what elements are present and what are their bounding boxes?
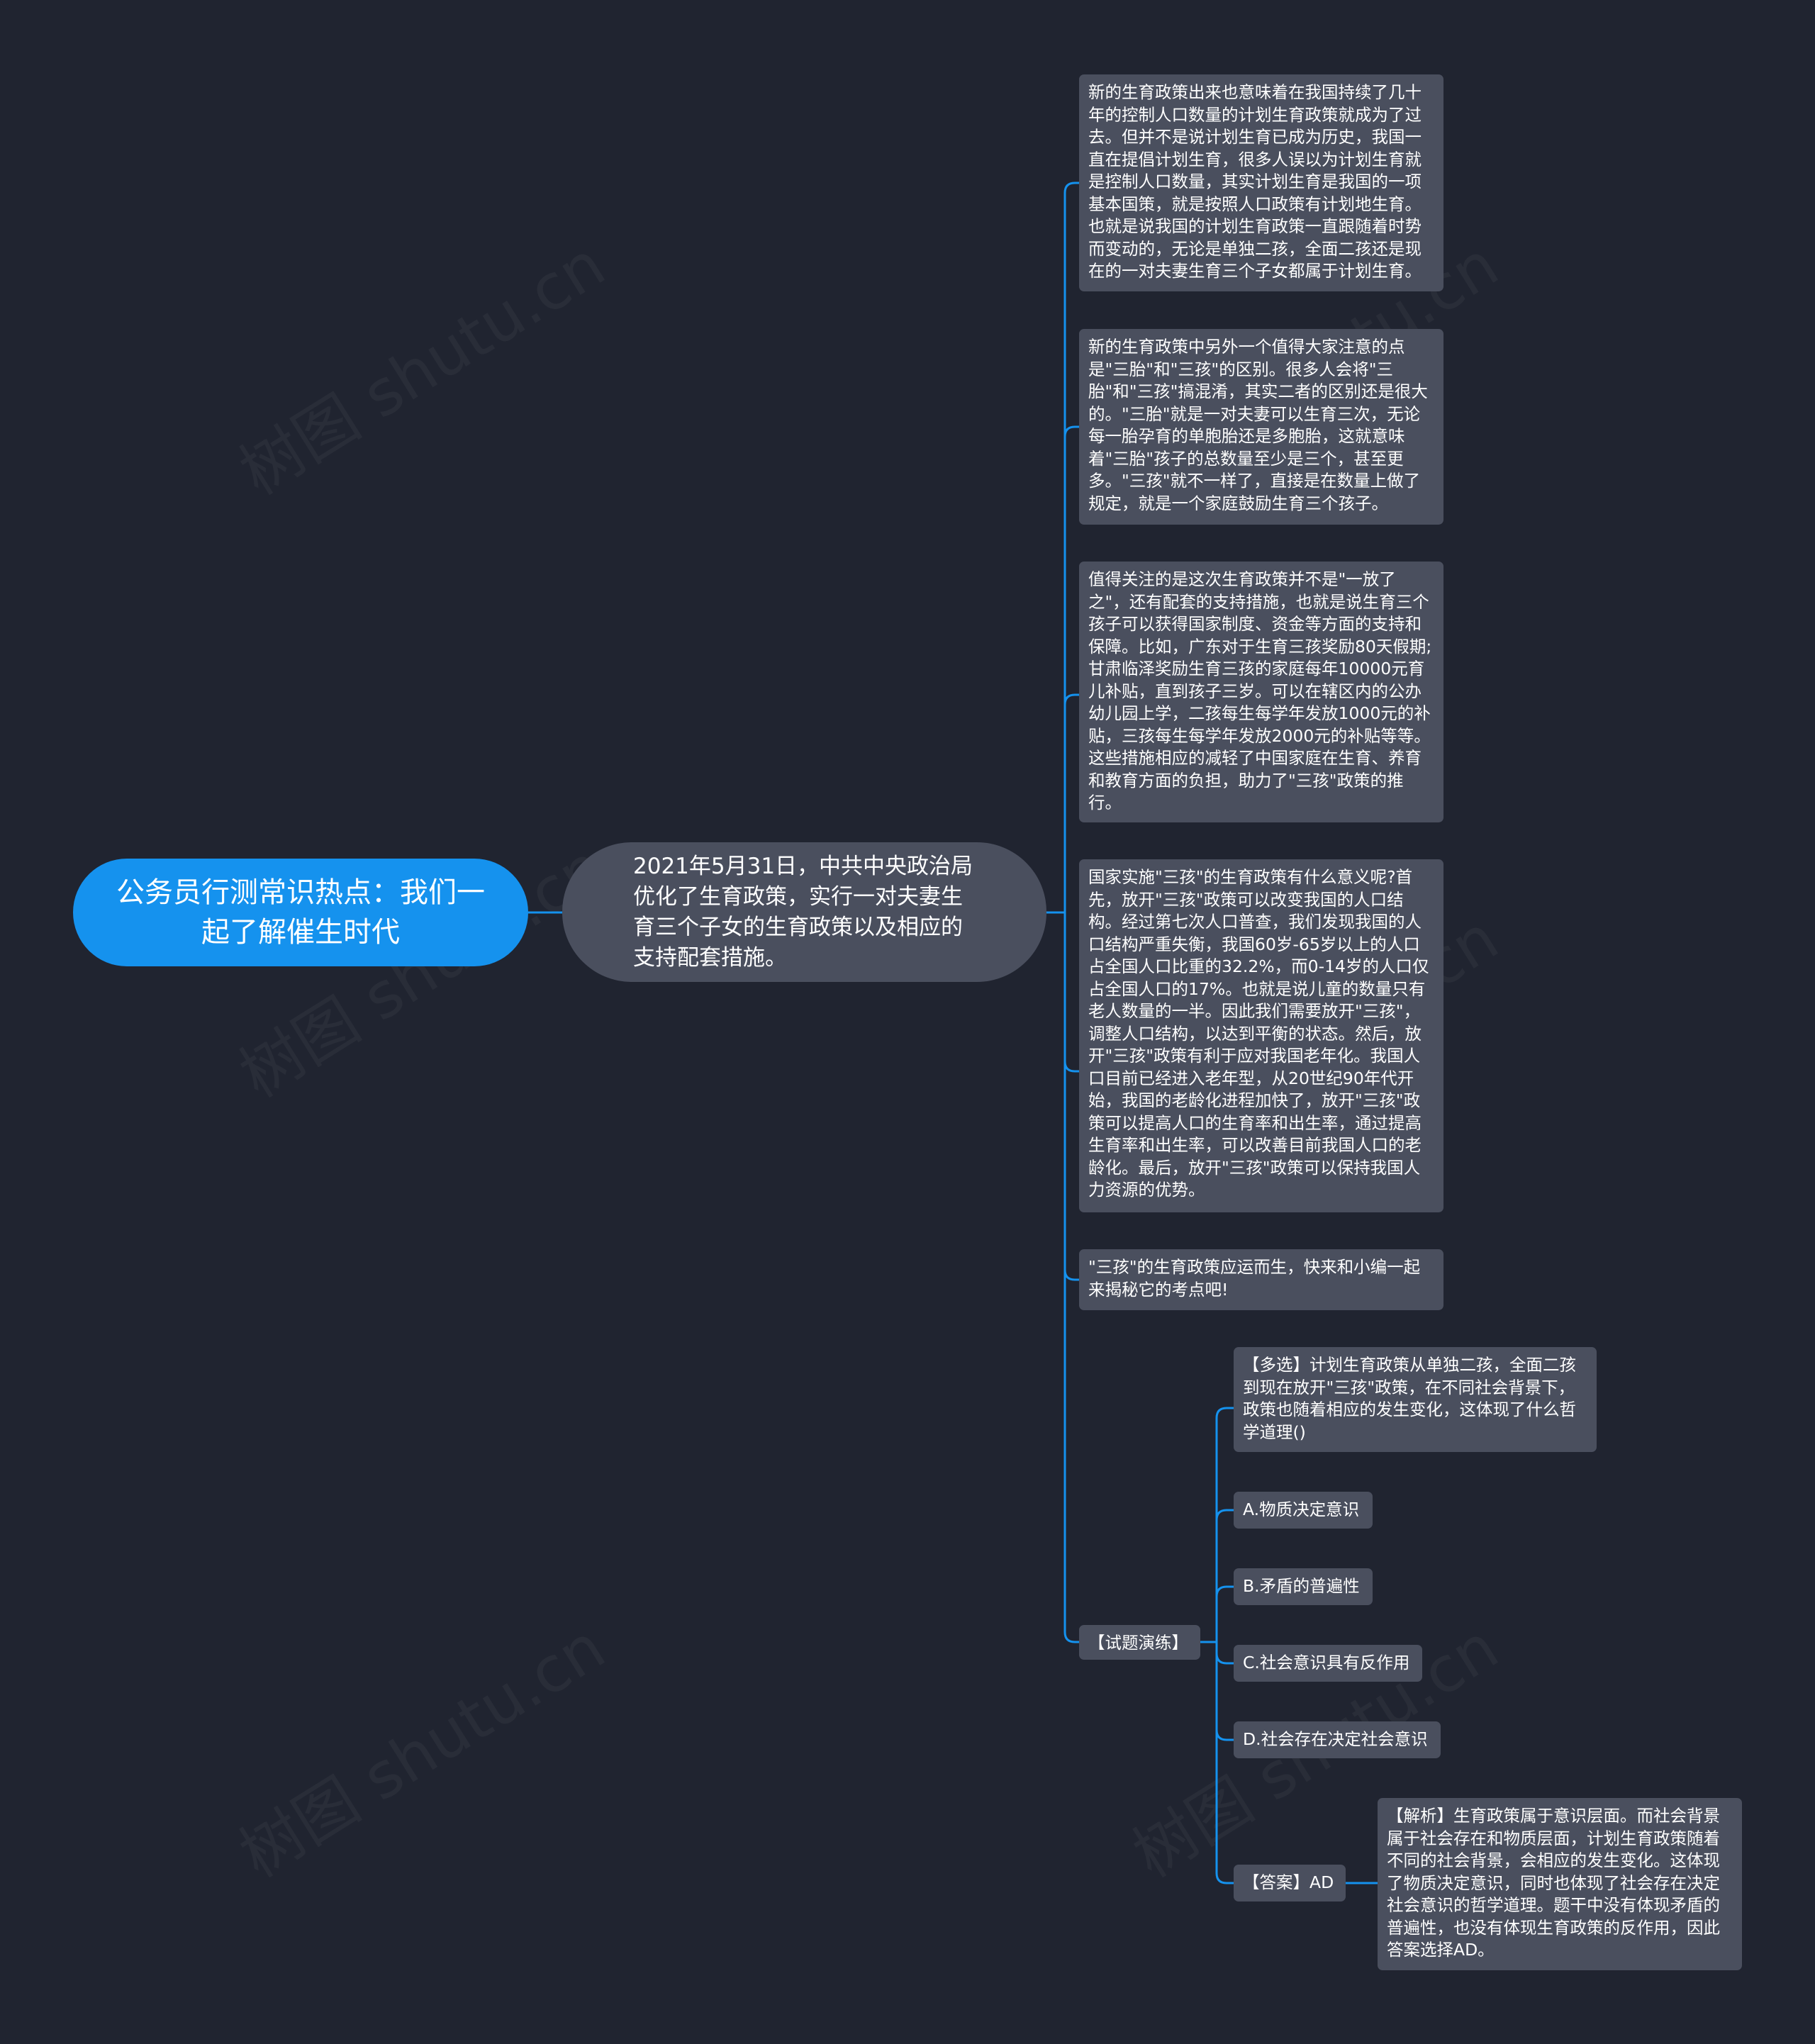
leaf-text: 值得关注的是这次生育政策并不是"一放了之"，还有配套的支持措施，也就是说生育三个…: [1088, 569, 1432, 812]
leaf-node[interactable]: 新的生育政策出来也意味着在我国持续了几十年的控制人口数量的计划生育政策就成为了过…: [1079, 74, 1443, 291]
root-node[interactable]: 公务员行测常识热点：我们一起了解催生时代: [73, 859, 528, 966]
connector-leaf-3: [1063, 693, 1079, 912]
option-text: A.物质决定意识: [1243, 1500, 1360, 1519]
connector-option-a: [1215, 1509, 1234, 1642]
root-title: 公务员行测常识热点：我们一起了解催生时代: [116, 876, 485, 949]
option-node[interactable]: D.社会存在决定社会意识: [1234, 1721, 1441, 1758]
leaf-node[interactable]: 值得关注的是这次生育政策并不是"一放了之"，还有配套的支持措施，也就是说生育三个…: [1079, 562, 1443, 822]
analysis-text: 【解析】生育政策属于意识层面。而社会背景属于社会存在和物质层面，计划生育政策随着…: [1387, 1806, 1720, 1960]
connector-option-d: [1215, 1642, 1234, 1741]
leaf-node[interactable]: 国家实施"三孩"的生育政策有什么意义呢?首先，放开"三孩"政策可以改变我国的人口…: [1079, 859, 1443, 1212]
option-node[interactable]: A.物质决定意识: [1234, 1492, 1373, 1529]
leaf-node[interactable]: 新的生育政策中另外一个值得大家注意的点是"三胎"和"三孩"的区别。很多人会将"三…: [1079, 329, 1443, 525]
analysis-node[interactable]: 【解析】生育政策属于意识层面。而社会背景属于社会存在和物质层面，计划生育政策随着…: [1378, 1798, 1742, 1970]
option-text: B.矛盾的普遍性: [1243, 1576, 1360, 1596]
leaf-node[interactable]: "三孩"的生育政策应运而生，快来和小编一起来揭秘它的考点吧!: [1079, 1249, 1443, 1310]
connector-answer: [1215, 1642, 1234, 1884]
connector-leaf-5: [1063, 912, 1079, 1281]
connector-option-b: [1215, 1585, 1234, 1642]
quiz-node[interactable]: 【试题演练】: [1079, 1625, 1200, 1660]
leaf-text: 国家实施"三孩"的生育政策有什么意义呢?首先，放开"三孩"政策可以改变我国的人口…: [1088, 867, 1429, 1200]
connector-question: [1215, 1407, 1234, 1642]
connector-quiz: [1063, 912, 1079, 1643]
leaf-text: 新的生育政策出来也意味着在我国持续了几十年的控制人口数量的计划生育政策就成为了过…: [1088, 82, 1422, 281]
leaf-text: "三孩"的生育政策应运而生，快来和小编一起来揭秘它的考点吧!: [1088, 1257, 1421, 1300]
option-text: D.社会存在决定社会意识: [1243, 1729, 1428, 1749]
quiz-label: 【试题演练】: [1088, 1633, 1188, 1653]
connector-leaf-2: [1063, 425, 1079, 912]
topic-node[interactable]: 2021年5月31日，中共中央政治局优化了生育政策，实行一对夫妻生育三个子女的生…: [562, 842, 1046, 982]
connector-leaf-4: [1063, 912, 1079, 1073]
option-node[interactable]: C.社会意识具有反作用: [1234, 1645, 1422, 1682]
connector-option-c: [1215, 1642, 1234, 1665]
question-node[interactable]: 【多选】计划生育政策从单独二孩，全面二孩到现在放开"三孩"政策，在不同社会背景下…: [1234, 1347, 1597, 1452]
question-text: 【多选】计划生育政策从单独二孩，全面二孩到现在放开"三孩"政策，在不同社会背景下…: [1243, 1355, 1576, 1442]
option-node[interactable]: B.矛盾的普遍性: [1234, 1568, 1373, 1605]
answer-node[interactable]: 【答案】AD: [1234, 1865, 1346, 1901]
connector-leaf-1: [1063, 181, 1079, 912]
topic-text: 2021年5月31日，中共中央政治局优化了生育政策，实行一对夫妻生育三个子女的生…: [633, 853, 973, 971]
answer-text: 【答案】AD: [1243, 1872, 1334, 1892]
option-text: C.社会意识具有反作用: [1243, 1653, 1410, 1672]
leaf-text: 新的生育政策中另外一个值得大家注意的点是"三胎"和"三孩"的区别。很多人会将"三…: [1088, 337, 1428, 513]
